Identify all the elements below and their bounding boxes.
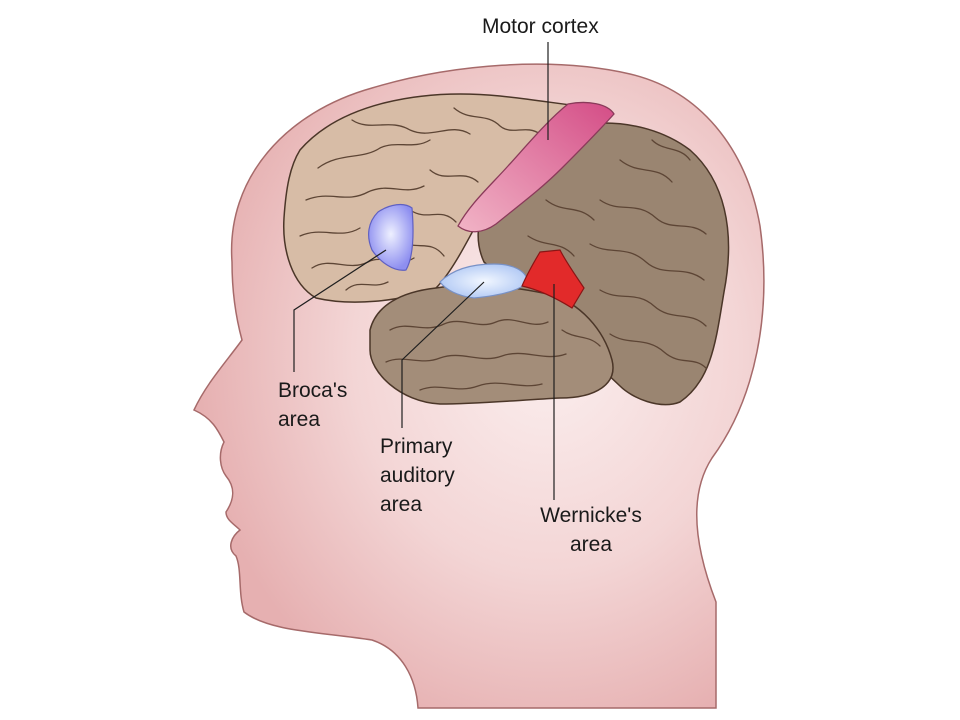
wernicke-label-line-2: area [569,533,613,556]
leader-lines [293,42,555,500]
motor-cortex-label-line: Motor cortex [482,15,599,38]
temporal-lobe [369,284,614,405]
wernicke-label-line-1: Wernicke's [540,504,642,527]
broca-leader [293,249,387,372]
auditory-label-line-1: Primary [380,435,453,458]
wernicke-area-label: Wernicke's area [520,501,662,559]
broca-label-line-2: area [278,408,321,431]
auditory-leader [401,281,485,428]
primary-auditory-label: Primary auditory area [380,432,455,519]
parietal-occipital-lobe [477,122,730,406]
motor-cortex-region [457,101,615,233]
broca-area-label: Broca's area [278,376,347,434]
motor-cortex-label: Motor cortex [482,12,599,41]
broca-label-line-1: Broca's [278,379,348,402]
auditory-label-line-3: area [380,493,423,516]
auditory-label-line-2: auditory [380,464,455,487]
